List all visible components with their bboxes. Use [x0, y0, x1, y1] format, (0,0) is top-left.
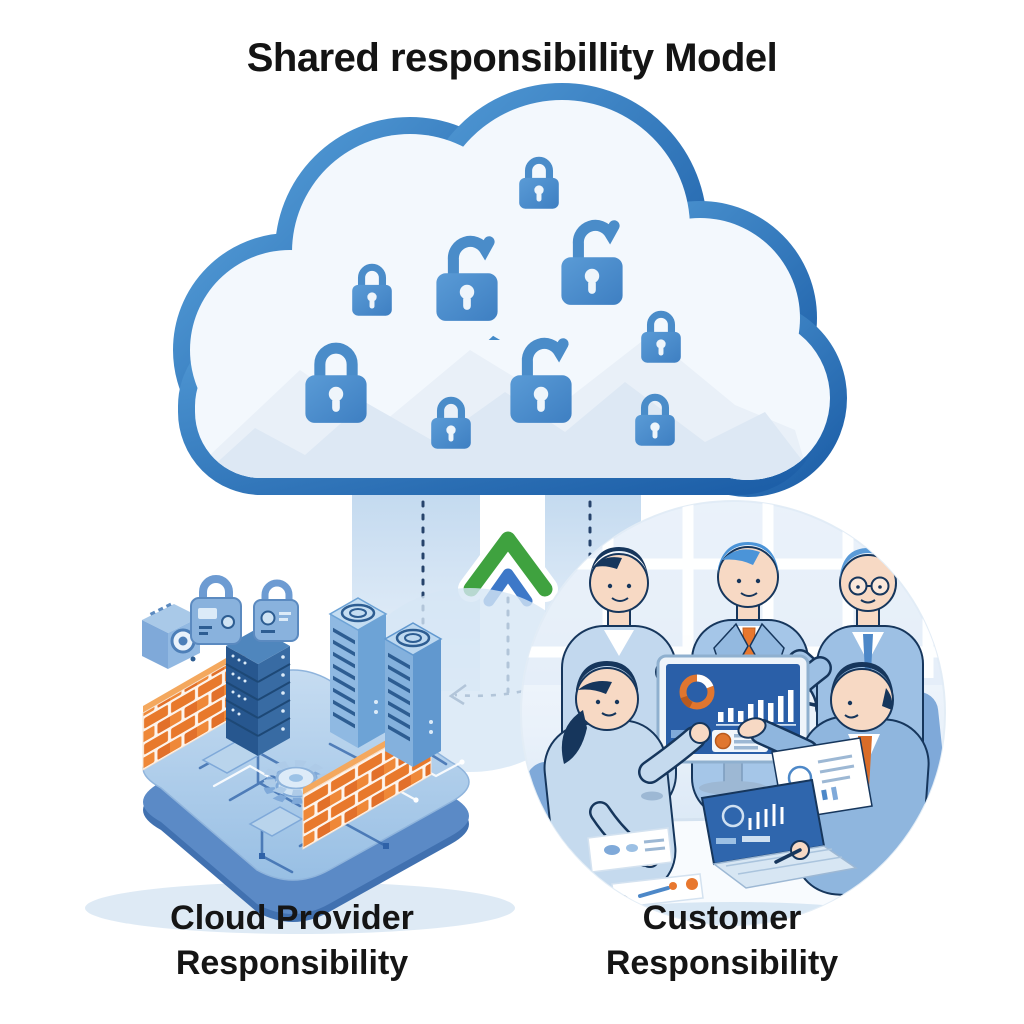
cup	[641, 791, 663, 801]
customer-label: Customer Responsibility	[522, 896, 922, 986]
customer-scene	[520, 500, 946, 926]
cloud-icon	[173, 83, 847, 497]
server-tower-icon	[383, 622, 443, 767]
cloud-provider-label-line1: Cloud Provider	[170, 899, 414, 937]
padlock-badge-icon	[190, 575, 242, 645]
pen-icon	[774, 848, 802, 864]
customer-label-line1: Customer	[642, 899, 802, 937]
pen-icon	[638, 886, 670, 898]
customer-label-line2: Responsibility	[605, 943, 839, 982]
server-tower-icon	[328, 597, 388, 748]
cloud-provider-label: Cloud Provider Responsibility	[92, 896, 492, 986]
cloud-provider-label-line2: Responsibility	[175, 943, 409, 982]
document-icon	[587, 827, 673, 873]
provider-scene	[85, 575, 585, 934]
page-title: Shared responsibillity Model	[246, 36, 778, 80]
donut-chart-icon	[679, 674, 715, 710]
padlock-badge-icon	[253, 579, 299, 642]
